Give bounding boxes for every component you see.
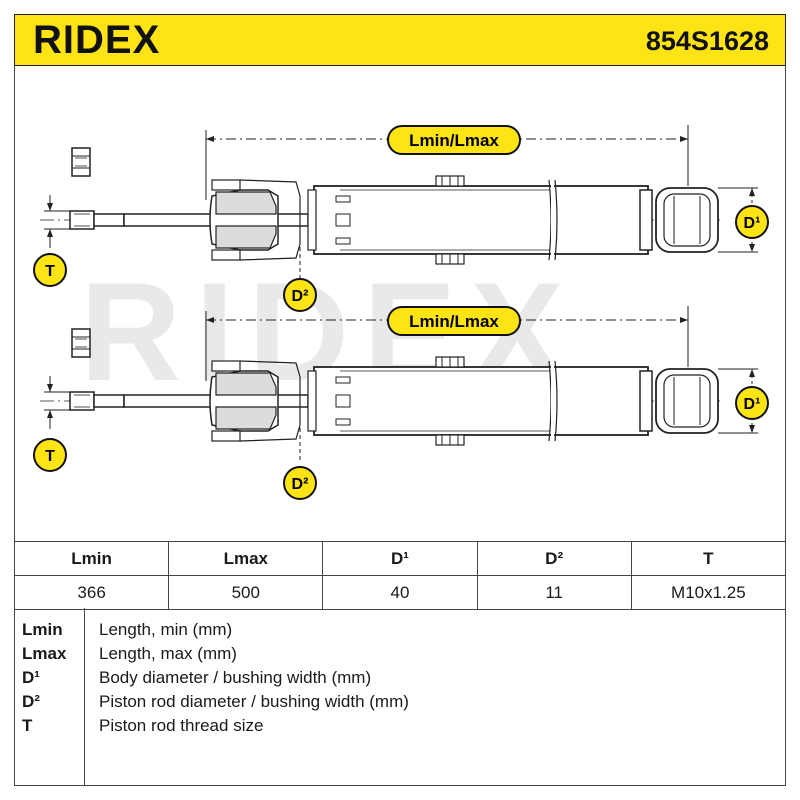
callout-d1-2-text: D¹ — [744, 396, 761, 413]
callout-d1-2: D¹ — [735, 386, 769, 420]
callout-t-1-text: T — [45, 263, 55, 280]
callout-d2-1: D² — [283, 278, 317, 312]
legend-desc: Length, min (mm) — [99, 620, 233, 639]
callout-d2-2: D² — [283, 466, 317, 500]
legend-item: Lmin Length, min (mm) — [14, 618, 786, 642]
header-lmax: Lmax — [168, 541, 324, 576]
callout-t-2: T — [33, 438, 67, 472]
header-bar: RIDEX 854S1628 — [14, 14, 786, 66]
legend-item: D² Piston rod diameter / bushing width (… — [14, 690, 786, 714]
legend-key: Lmin — [22, 620, 63, 639]
value-t: M10x1.25 — [630, 575, 787, 610]
legend-desc: Piston rod diameter / bushing width (mm) — [99, 692, 409, 711]
callout-t-2-text: T — [45, 448, 55, 465]
value-d1: 40 — [322, 575, 478, 610]
specification-table: Lmin Lmax D¹ D² T 366 500 40 11 M10x1.25 — [13, 541, 787, 610]
callout-length-2: Lmin/Lmax — [387, 306, 521, 336]
callout-t-1: T — [33, 253, 67, 287]
header-d1: D¹ — [322, 541, 478, 576]
callout-d1-1-text: D¹ — [744, 215, 761, 232]
legend-key: T — [22, 716, 33, 735]
legend-desc: Piston rod thread size — [99, 716, 264, 735]
legend: Lmin Length, min (mm) Lmax Length, max (… — [14, 608, 786, 786]
nut-2-icon — [71, 328, 91, 358]
header-lmin: Lmin — [13, 541, 170, 576]
callout-length-1-text: Lmin/Lmax — [409, 131, 499, 150]
nut-1-icon — [71, 147, 91, 177]
header-d2: D² — [476, 541, 632, 576]
value-d2: 11 — [476, 575, 632, 610]
part-number: 854S1628 — [645, 26, 769, 56]
legend-key: Lmax — [22, 644, 67, 663]
value-lmin: 366 — [13, 575, 170, 610]
callout-length-2-text: Lmin/Lmax — [409, 312, 499, 331]
callout-d2-2-text: D² — [292, 476, 309, 493]
table-row: 366 500 40 11 M10x1.25 — [13, 575, 787, 610]
shock-absorber-drawing: Lmin/Lmax D¹ D² T Lmin/Lmax D¹ D² T — [33, 124, 769, 500]
legend-key: D² — [22, 692, 40, 711]
value-lmax: 500 — [168, 575, 324, 610]
callout-d1-1: D¹ — [735, 205, 769, 239]
callout-d2-1-text: D² — [292, 288, 309, 305]
legend-desc: Body diameter / bushing width (mm) — [99, 668, 372, 687]
legend-desc: Length, max (mm) — [99, 644, 237, 663]
legend-item: D¹ Body diameter / bushing width (mm) — [14, 666, 786, 690]
brand-logo: RIDEX — [33, 18, 161, 62]
legend-divider — [84, 608, 85, 786]
header-t: T — [630, 541, 787, 576]
content-frame — [14, 66, 786, 786]
legend-key: D¹ — [22, 668, 40, 687]
table-header-row: Lmin Lmax D¹ D² T — [13, 541, 787, 576]
legend-item: T Piston rod thread size — [14, 714, 786, 738]
callout-length-1: Lmin/Lmax — [387, 125, 521, 155]
legend-item: Lmax Length, max (mm) — [14, 642, 786, 666]
